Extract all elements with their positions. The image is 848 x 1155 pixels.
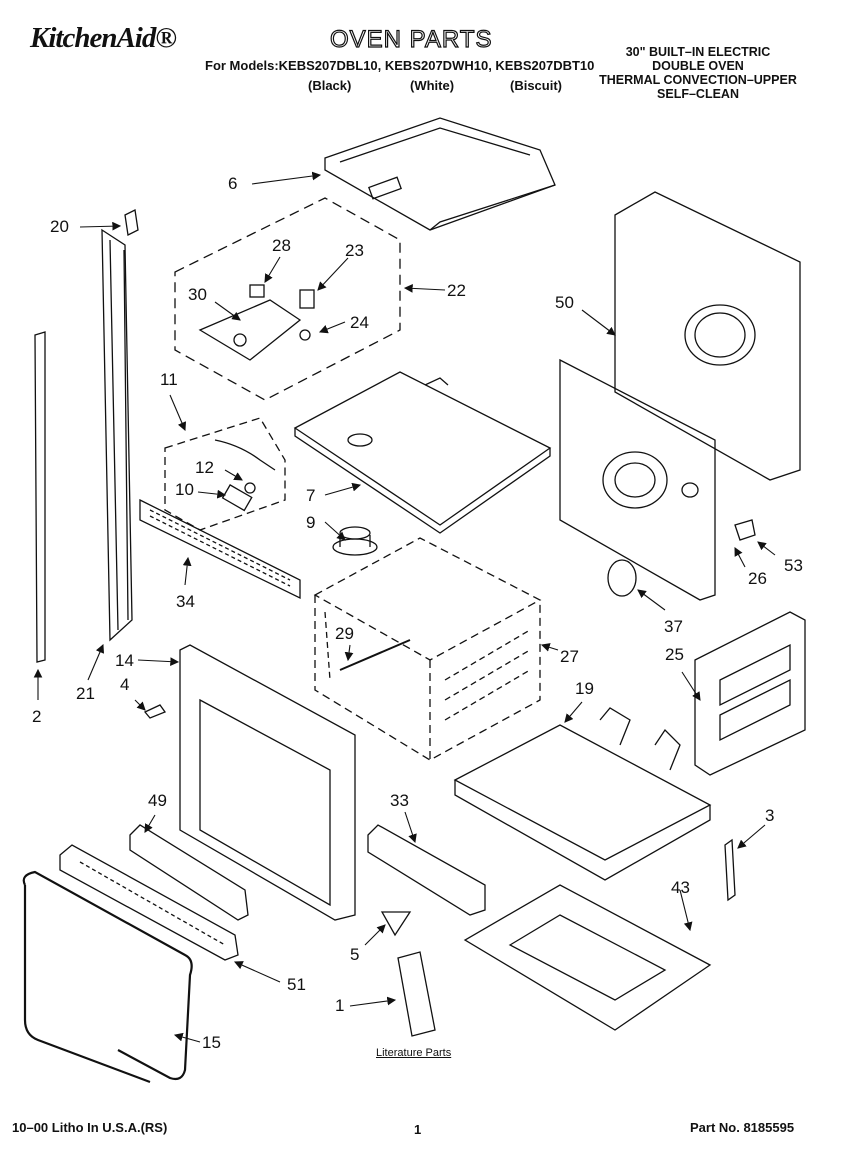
part-21-side-trim (101, 209, 139, 642)
part-53-clip (734, 519, 756, 541)
callout-37: 37 (664, 617, 683, 636)
color-white: (White) (410, 78, 455, 93)
part-2-side-strip (34, 331, 46, 663)
callout-7: 7 (306, 486, 316, 505)
callout-49: 49 (148, 791, 167, 810)
part-3-bracket (724, 838, 736, 902)
callout-3: 3 (765, 806, 775, 825)
part-14-front-frame (179, 644, 356, 921)
color-biscuit: (Biscuit) (510, 78, 562, 93)
callout-28: 28 (272, 236, 291, 255)
description-line: DOUBLE OVEN (652, 59, 744, 73)
callout-10: 10 (175, 480, 194, 499)
footer-page-number: 1 (414, 1122, 422, 1137)
callout-50: 50 (555, 293, 574, 312)
callout-53: 53 (784, 556, 803, 575)
callout-11: 11 (160, 370, 178, 389)
footer-litho: 10–00 Litho In U.S.A.(RS) (12, 1120, 168, 1135)
callout-30: 30 (188, 285, 207, 304)
part-27-oven-cavity (313, 537, 542, 761)
part-33-trim-rail (367, 824, 486, 916)
callout-25: 25 (665, 645, 684, 664)
part-5-small-bracket (380, 911, 412, 937)
callout-4: 4 (120, 675, 130, 694)
part-1-literature (397, 951, 436, 1037)
callout-2: 2 (32, 707, 42, 726)
leader-lines (33, 171, 776, 1043)
part-49-vent-trim (129, 824, 249, 921)
callout-27: 27 (560, 647, 579, 666)
callout-15: 15 (202, 1033, 221, 1052)
callout-5: 5 (350, 945, 360, 964)
part-50-rear-panel (614, 191, 801, 481)
callout-21: 21 (76, 684, 95, 703)
callout-19: 19 (575, 679, 594, 698)
literature-parts-label: Literature Parts (376, 1047, 452, 1059)
callout-9: 9 (306, 513, 316, 532)
callout-14: 14 (115, 651, 134, 670)
callout-51: 51 (287, 975, 306, 994)
description-block: 30" BUILT–IN ELECTRIC DOUBLE OVEN THERMA… (583, 45, 813, 101)
callout-24: 24 (350, 313, 369, 332)
callout-23: 23 (345, 241, 364, 260)
part-19-shield (453, 707, 712, 881)
callout-29: 29 (335, 624, 354, 643)
part-15-door-gasket (22, 870, 193, 1084)
part-11-sensor-group (164, 417, 286, 531)
callout-22: 22 (447, 281, 466, 300)
description-line: THERMAL CONVECTION–UPPER (599, 73, 797, 87)
part-7-top-plate (293, 371, 552, 534)
part-22-switch-group (174, 197, 401, 401)
color-black: (Black) (308, 78, 352, 93)
part-37-fan-blade (607, 559, 637, 597)
page-title: OVEN PARTS (329, 25, 493, 53)
part-51-lower-trim (59, 844, 239, 961)
models-line: For Models:KEBS207DBL10, KEBS207DWH10, K… (205, 58, 595, 73)
callout-34: 34 (176, 592, 195, 611)
part-26-fan-housing (559, 358, 716, 601)
callout-1: 1 (335, 996, 345, 1015)
callout-20: 20 (50, 217, 69, 236)
callout-33: 33 (390, 791, 409, 810)
part-43-bottom-pan (463, 884, 712, 1031)
part-34-vent-grille (139, 498, 301, 600)
callout-43: 43 (671, 878, 690, 897)
description-line: SELF–CLEAN (657, 87, 739, 101)
callout-12: 12 (195, 458, 214, 477)
callout-6: 6 (228, 174, 238, 193)
description-line: 30" BUILT–IN ELECTRIC (625, 45, 771, 59)
callout-26: 26 (748, 569, 767, 588)
part-4-screw (143, 704, 167, 719)
part-6-top-panel (324, 117, 556, 231)
footer-part-number: Part No. 8185595 (690, 1120, 795, 1135)
part-25-side-panel (694, 611, 806, 776)
brand-logo: KitchenAid® (30, 22, 177, 54)
part-9-fan-motor (332, 526, 378, 556)
